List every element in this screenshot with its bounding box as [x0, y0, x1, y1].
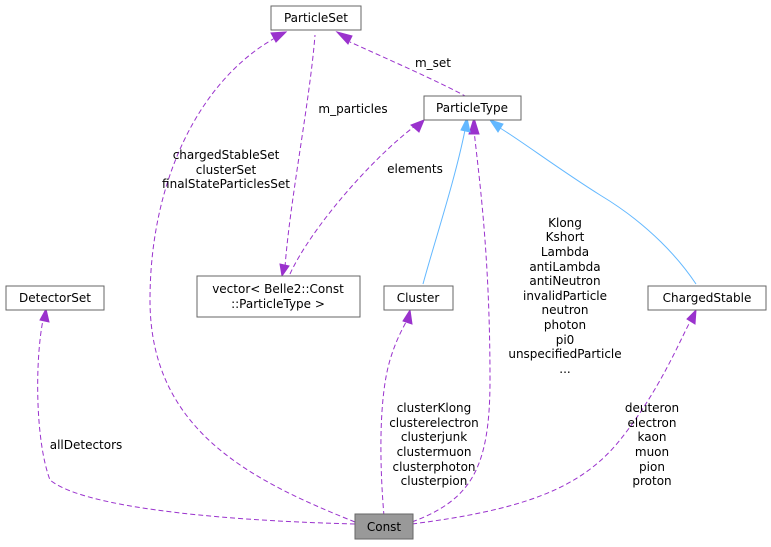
- label-line: pion: [639, 460, 665, 474]
- arrowhead-detectorset: [39, 307, 50, 323]
- label-line: clusterelectron: [389, 416, 479, 430]
- arrowhead-chargedstable: [686, 308, 697, 325]
- node-cluster[interactable]: Cluster: [383, 285, 454, 311]
- node-label: ParticleSet: [284, 11, 348, 25]
- node-detectorset[interactable]: DetectorSet: [5, 285, 105, 311]
- label-line: m_particles: [318, 102, 387, 116]
- edge-const-to-chargedstable: [411, 321, 691, 525]
- label-line: clusterSet: [196, 163, 257, 177]
- label-line: clustermuon: [397, 445, 472, 459]
- label-line: finalStateParticlesSet: [162, 177, 290, 191]
- label-line: Lambda: [541, 245, 589, 259]
- label-line: invalidParticle: [523, 289, 607, 303]
- node-label: Const: [367, 520, 402, 534]
- edge-const-to-particletype: [411, 129, 491, 523]
- label-line: clusterjunk: [401, 430, 467, 444]
- node-label: ChargedStable: [663, 291, 752, 305]
- node-chargedstable[interactable]: ChargedStable: [647, 285, 767, 311]
- label-line: clusterKlong: [397, 401, 472, 415]
- edge-const-to-detectorset: [37, 319, 356, 525]
- arrowhead-particletype-elements: [410, 119, 425, 133]
- label-line: electron: [627, 416, 676, 430]
- node-vector-particletype[interactable]: vector< Belle2::Const ::ParticleType >: [196, 275, 361, 318]
- edge-vector-to-particleset: [284, 34, 316, 268]
- label-line: antiLambda: [529, 260, 600, 274]
- label-line: chargedStableSet: [173, 148, 280, 162]
- label-particletypes: Klong Kshort Lambda antiLambda antiNeutr…: [508, 216, 621, 376]
- label-line: Klong: [548, 216, 582, 230]
- node-const[interactable]: Const: [354, 513, 414, 540]
- label-m-particles: m_particles: [318, 102, 387, 116]
- label-line: deuteron: [625, 401, 679, 415]
- label-clusters: clusterKlong clusterelectron clusterjunk…: [389, 401, 479, 488]
- node-particletype[interactable]: ParticleType: [423, 95, 522, 121]
- label-alldetectors: allDetectors: [50, 438, 123, 452]
- arrowhead-inherit-cluster: [460, 116, 471, 133]
- label-line: muon: [635, 445, 669, 459]
- label-line: photon: [544, 318, 586, 332]
- edge-const-to-particleset-sets: [149, 37, 356, 523]
- edge-const-to-cluster: [380, 321, 407, 517]
- arrowhead-vector-m-particles: [279, 263, 290, 278]
- edge-chargedstable-inherits-particletype: [499, 127, 697, 285]
- label-line: ...: [559, 362, 570, 376]
- label-line: proton: [632, 474, 671, 488]
- arrowhead-cluster: [402, 308, 413, 325]
- label-line: antiNeutron: [529, 274, 600, 288]
- label-line: clusterpion: [401, 474, 468, 488]
- label-line: neutron: [542, 303, 589, 317]
- node-particleset[interactable]: ParticleSet: [270, 5, 362, 31]
- edge-particletype-to-particleset: [349, 41, 468, 98]
- node-label: Cluster: [397, 291, 440, 305]
- label-line: Kshort: [546, 230, 585, 244]
- arrowhead-inherit-chargedstable: [488, 119, 504, 133]
- label-line: clusterphoton: [392, 460, 475, 474]
- label-m-set: m_set: [415, 56, 451, 70]
- arrowhead-particleset-m-set: [335, 31, 353, 45]
- node-label: ParticleType: [436, 101, 508, 115]
- label-sets: chargedStableSet clusterSet finalStatePa…: [162, 148, 290, 191]
- node-label-line: vector< Belle2::Const: [212, 282, 344, 296]
- label-elements: elements: [387, 162, 443, 176]
- label-charged: deuteron electron kaon muon pion proton: [625, 401, 679, 488]
- label-line: unspecifiedParticle: [508, 347, 621, 361]
- label-line: kaon: [637, 430, 666, 444]
- label-line: allDetectors: [50, 438, 123, 452]
- arrowhead-particleset-sets: [270, 31, 288, 43]
- edge-cluster-inherits-particletype: [422, 129, 466, 285]
- label-line: pi0: [556, 333, 575, 347]
- arrowhead-particletype-consts: [468, 116, 480, 135]
- node-label-line: ::ParticleType >: [231, 297, 325, 311]
- label-line: m_set: [415, 56, 451, 70]
- label-line: elements: [387, 162, 443, 176]
- edge-vector-to-particletype: [289, 125, 416, 275]
- node-label: DetectorSet: [19, 291, 91, 305]
